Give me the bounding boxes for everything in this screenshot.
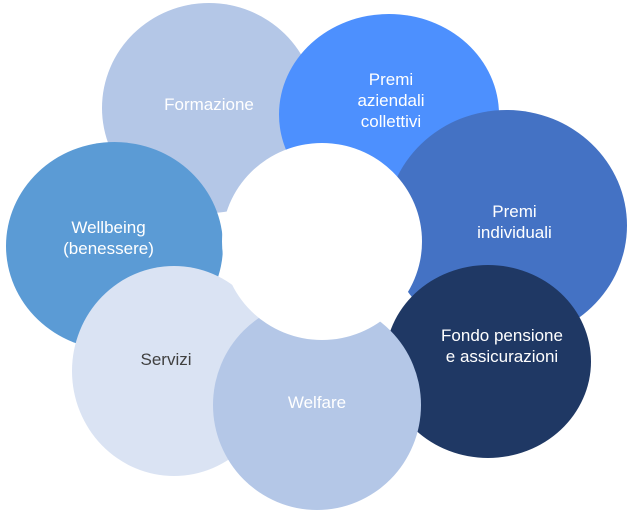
petal-label-wellbeing: Wellbeing (benessere)	[63, 218, 154, 258]
petal-label-fondo-pensione: Fondo pensione e assicurazioni	[441, 325, 563, 366]
petal-label-premi-individuali: Premi individuali	[477, 201, 552, 242]
petal-label-servizi: Servizi	[140, 349, 192, 369]
petal-fondo-pensione: Fondo pensione e assicurazioni	[385, 265, 591, 458]
petal-label-welfare: Welfare	[287, 392, 347, 412]
center-circle	[222, 143, 422, 340]
petal-label-premi-aziendali-collettivi: Premi aziendali collettivi	[357, 70, 425, 131]
petal-label-formazione: Formazione	[164, 94, 254, 114]
